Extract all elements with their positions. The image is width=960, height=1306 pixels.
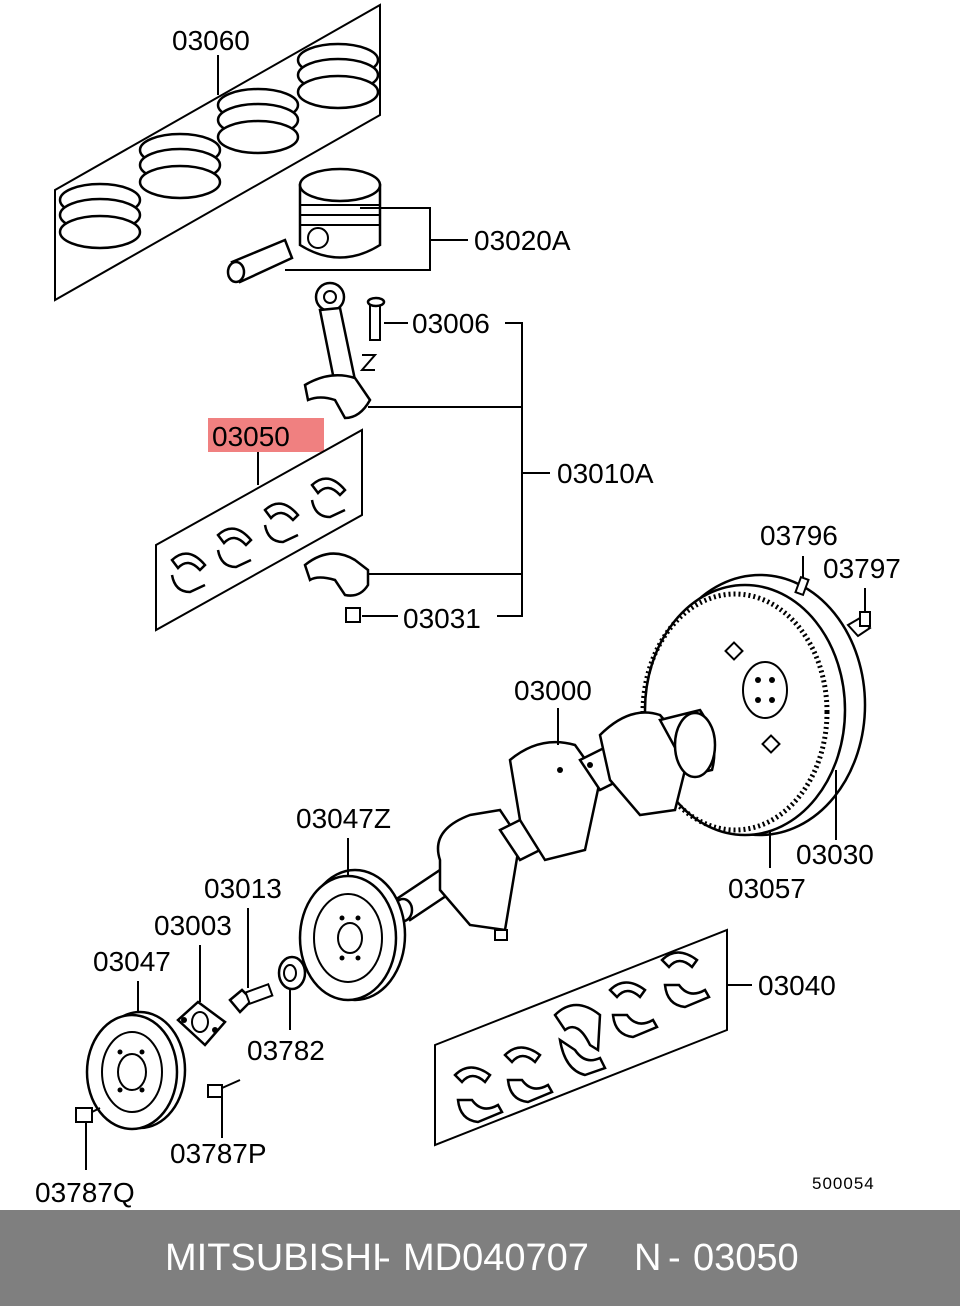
footer-separator-2: - — [668, 1236, 681, 1279]
label-03787q: 03787Q — [35, 1177, 135, 1208]
label-03787p: 03787P — [170, 1138, 267, 1169]
damper-pulley — [85, 1010, 187, 1131]
label-03060: 03060 — [172, 25, 250, 56]
footer-ref: 03050 — [693, 1236, 799, 1279]
parts-diagram: 03060 03020A 03006 03010A 03050 — [35, 3, 901, 1208]
label-03013: 03013 — [204, 873, 282, 904]
crank-pulley — [298, 868, 407, 1002]
figure-number: 500054 — [812, 1174, 875, 1193]
pulley-adaptor — [176, 1000, 227, 1047]
footer-prefix: N — [634, 1236, 662, 1279]
piston-ring-set — [54, 3, 381, 302]
main-bearing-set — [434, 928, 728, 1147]
piston — [226, 167, 382, 284]
footer-separator: - — [378, 1236, 391, 1279]
label-03030: 03030 — [796, 839, 874, 870]
label-03782: 03782 — [247, 1035, 325, 1066]
label-03796: 03796 — [760, 520, 838, 551]
connecting-rod — [303, 281, 386, 420]
label-03031: 03031 — [403, 603, 481, 634]
label-03057: 03057 — [728, 873, 806, 904]
label-03797: 03797 — [823, 553, 901, 584]
footer-part-number: MD040707 — [403, 1236, 589, 1279]
highlight-03050 — [208, 418, 324, 452]
label-03047: 03047 — [93, 946, 171, 977]
rod-bearing-set — [155, 428, 363, 632]
rod-cap — [303, 552, 370, 623]
label-03040: 03040 — [758, 970, 836, 1001]
label-03000: 03000 — [514, 675, 592, 706]
label-03003: 03003 — [154, 910, 232, 941]
footer-brand: MITSUBISHI — [165, 1236, 383, 1279]
label-03020a: 03020A — [474, 225, 571, 256]
footer-bar: MITSUBISHI - MD040707 N - 03050 — [0, 1210, 960, 1306]
label-03006: 03006 — [412, 308, 490, 339]
label-03050: 03050 — [212, 421, 290, 452]
spacer — [277, 955, 307, 991]
crankshaft — [392, 708, 717, 941]
label-03047z: 03047Z — [296, 803, 391, 834]
bolt-03787p — [207, 1079, 241, 1098]
label-03010a: 03010A — [557, 458, 654, 489]
pulley-bolt — [228, 982, 274, 1014]
bolt-03787q — [75, 1107, 101, 1123]
